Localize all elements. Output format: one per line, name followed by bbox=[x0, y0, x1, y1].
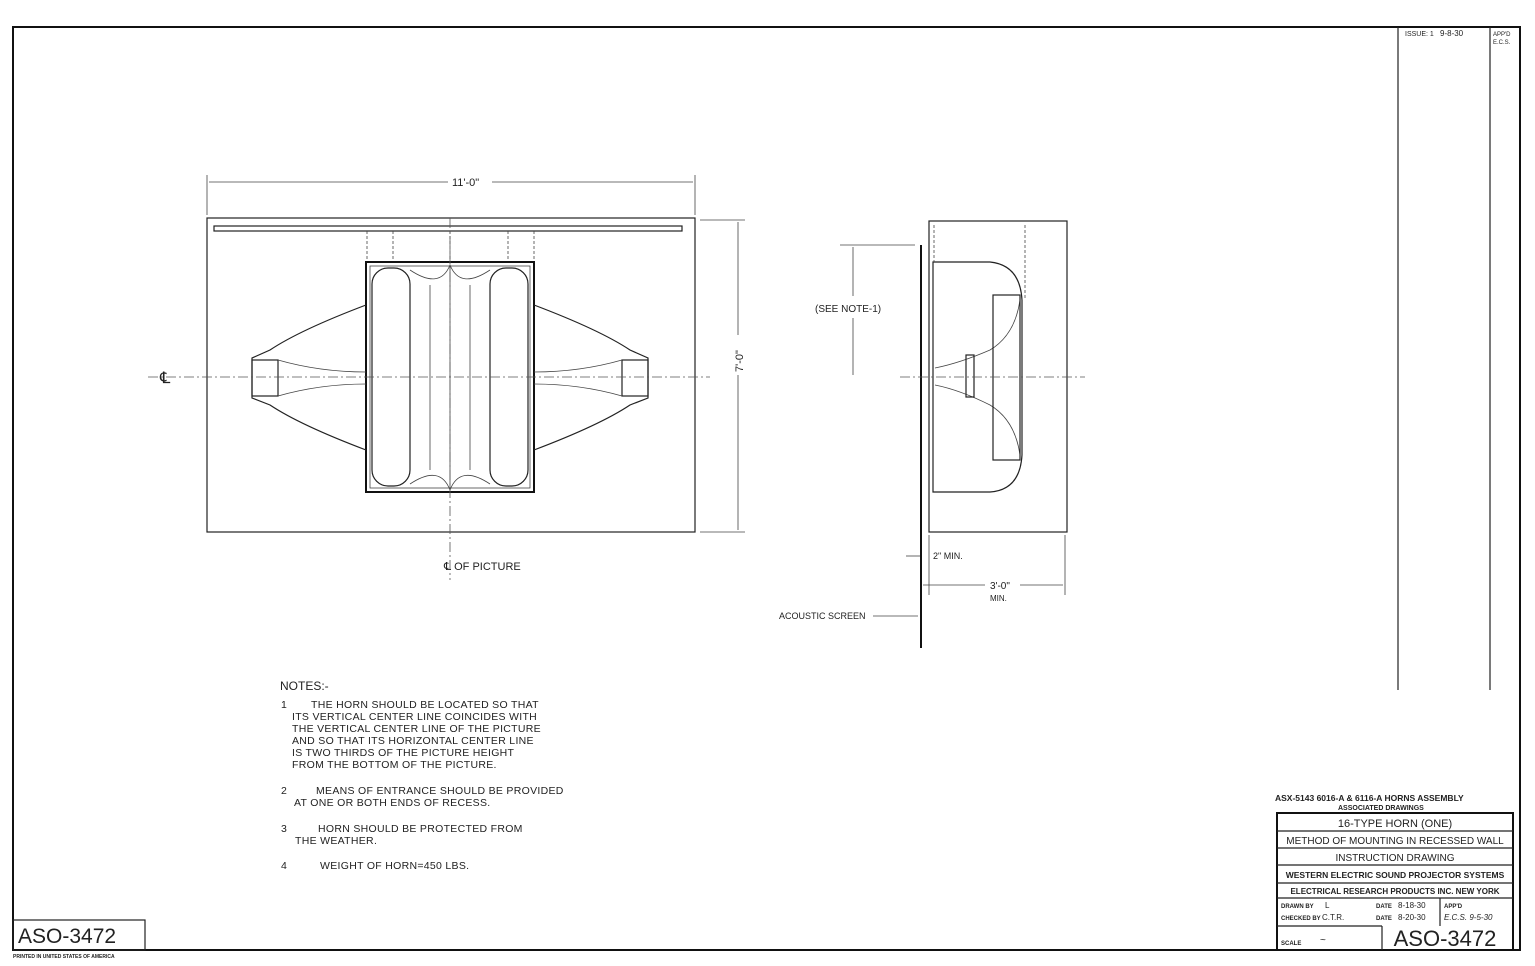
note-3-line: HORN SHOULD BE PROTECTED FROM bbox=[318, 823, 523, 835]
appd-signature: E.C.S. 9-5-30 bbox=[1444, 913, 1493, 922]
corner-drawing-number: ASO-3472 bbox=[18, 925, 116, 948]
horn-side bbox=[932, 225, 1026, 493]
associated-drawings-label: ASSOCIATED DRAWINGS bbox=[1338, 805, 1424, 812]
drawn-by-label: DRAWN BY bbox=[1281, 904, 1314, 910]
drawn-date: 8-18-30 bbox=[1398, 901, 1426, 910]
note-1-number: 1 bbox=[281, 699, 287, 711]
corner-stamp: ASO-3472 PRINTED IN UNITED STATES OF AME… bbox=[12, 919, 146, 960]
sheet-border bbox=[12, 26, 1521, 951]
depth-dimension: 3'-0" bbox=[990, 581, 1010, 592]
drawn-date-label: DATE bbox=[1376, 904, 1392, 910]
issue-date: 9-8-30 bbox=[1440, 29, 1464, 38]
recess-outline bbox=[928, 220, 1068, 533]
title-line-2: METHOD OF MOUNTING IN RECESSED WALL bbox=[1286, 836, 1504, 847]
mounting-rail bbox=[213, 225, 683, 232]
printed-in-usa: PRINTED IN UNITED STATES OF AMERICA bbox=[13, 954, 115, 960]
front-view: 11'-0" 7'-0" bbox=[148, 175, 746, 580]
note-4-line: WEIGHT OF HORN=450 LBS. bbox=[320, 860, 469, 872]
drawing-number: ASO-3472 bbox=[1394, 926, 1497, 951]
company-name: WESTERN ELECTRIC SOUND PROJECTOR SYSTEMS bbox=[1286, 870, 1505, 880]
note-1-line: THE VERTICAL CENTER LINE OF THE PICTURE bbox=[292, 723, 541, 735]
note-4-number: 4 bbox=[281, 860, 287, 872]
side-view: (SEE NOTE-1) 2" MIN. 3'-0" MIN. ACOUSTIC… bbox=[779, 220, 1085, 648]
note-3-number: 3 bbox=[281, 823, 287, 835]
appd-label: APP'D bbox=[1444, 904, 1463, 910]
drawn-by: L bbox=[1325, 901, 1330, 910]
appd-label: APP'D bbox=[1493, 32, 1511, 38]
notes-heading: NOTES:- bbox=[280, 679, 329, 693]
checked-by: C.T.R. bbox=[1322, 913, 1344, 922]
acoustic-screen-label: ACOUSTIC SCREEN bbox=[779, 611, 866, 621]
note-1-line: AND SO THAT ITS HORIZONTAL CENTER LINE bbox=[292, 735, 534, 747]
note-3-line: THE WEATHER. bbox=[295, 835, 377, 847]
centerline-symbol: ℄ bbox=[159, 370, 171, 387]
revision-block: ISSUE: 1 9-8-30 APP'D E.C.S. bbox=[1397, 27, 1511, 690]
depth-min-label: MIN. bbox=[990, 594, 1007, 603]
title-block: ASX-5143 6016-A & 6116-A HORNS ASSEMBLY … bbox=[1275, 793, 1514, 951]
appd-initials: E.C.S. bbox=[1493, 40, 1511, 46]
note-2-line: MEANS OF ENTRANCE SHOULD BE PROVIDED bbox=[316, 785, 564, 797]
width-dimension: 11'-0" bbox=[452, 177, 479, 189]
height-dimension: 7'-0" bbox=[734, 350, 746, 372]
note-1-line: ITS VERTICAL CENTER LINE COINCIDES WITH bbox=[292, 711, 537, 723]
issue-label: ISSUE: 1 bbox=[1405, 31, 1434, 38]
picture-outline bbox=[206, 217, 696, 533]
notes: NOTES:- 1 THE HORN SHOULD BE LOCATED SO … bbox=[280, 679, 564, 872]
maker-name: ELECTRICAL RESEARCH PRODUCTS INC. NEW YO… bbox=[1290, 887, 1499, 896]
note-2-number: 2 bbox=[281, 785, 287, 797]
title-line-1: 16-TYPE HORN (ONE) bbox=[1338, 818, 1452, 830]
note-2-line: AT ONE OR BOTH ENDS OF RECESS. bbox=[294, 797, 490, 809]
see-note-label: (SEE NOTE-1) bbox=[815, 304, 881, 315]
note-1-line: THE HORN SHOULD BE LOCATED SO THAT bbox=[311, 699, 539, 711]
title-line-3: INSTRUCTION DRAWING bbox=[1335, 853, 1454, 864]
checked-by-label: CHECKED BY bbox=[1281, 916, 1321, 922]
scale-value: ~ bbox=[1320, 935, 1326, 946]
note-1-line: FROM THE BOTTOM OF THE PICTURE. bbox=[292, 759, 497, 771]
min-gap-label: 2" MIN. bbox=[933, 551, 963, 561]
checked-date: 8-20-30 bbox=[1398, 913, 1426, 922]
scale-label: SCALE bbox=[1281, 941, 1301, 947]
picture-centerline-label: ℄ OF PICTURE bbox=[443, 561, 521, 573]
note-1-line: IS TWO THIRDS OF THE PICTURE HEIGHT bbox=[292, 747, 515, 759]
checked-date-label: DATE bbox=[1376, 916, 1392, 922]
associated-drawings: ASX-5143 6016-A & 6116-A HORNS ASSEMBLY bbox=[1275, 793, 1464, 803]
